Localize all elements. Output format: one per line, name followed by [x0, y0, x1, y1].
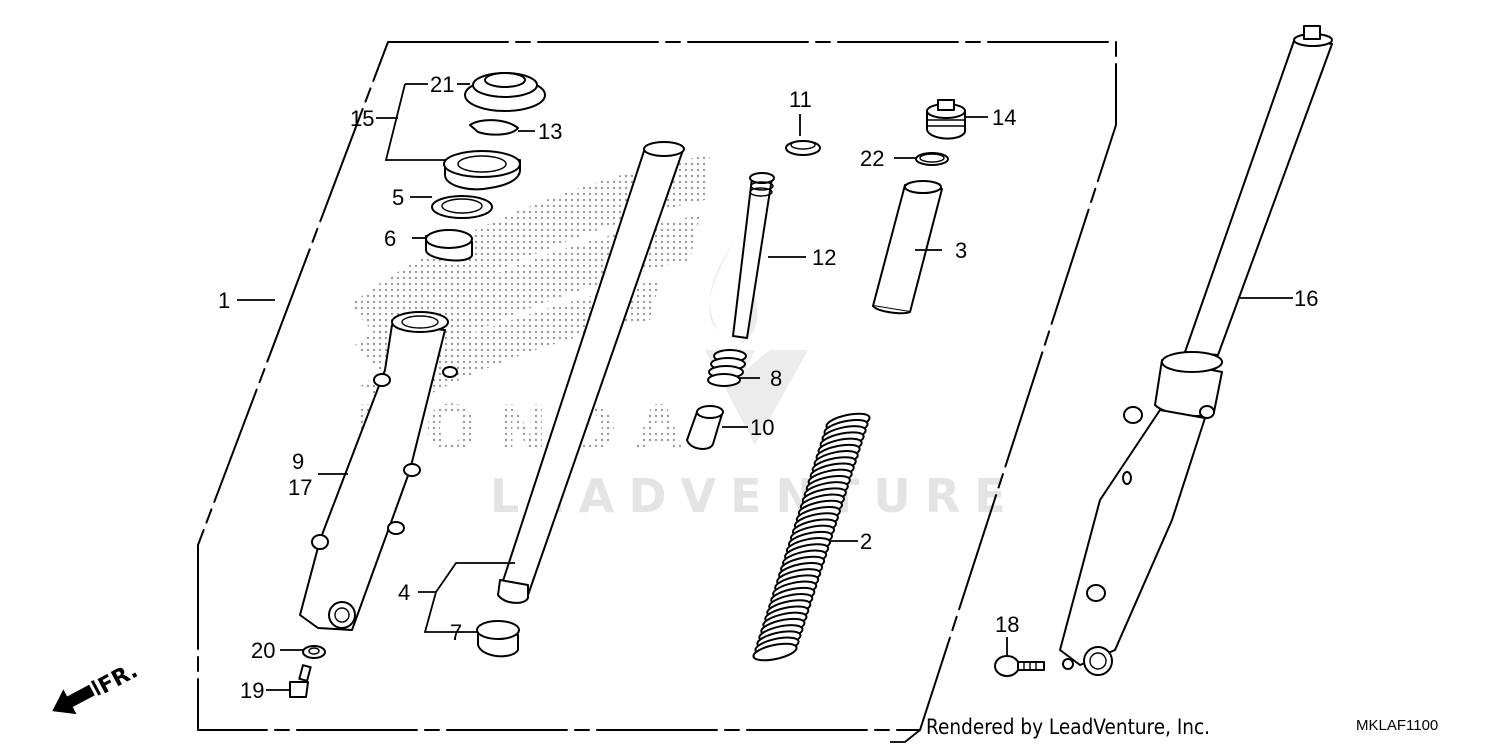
front-direction-arrow-icon: FR. — [52, 658, 142, 715]
callout-6[interactable]: 6 — [384, 226, 396, 251]
callout-9[interactable]: 9 — [292, 449, 304, 474]
callout-14[interactable]: 14 — [992, 105, 1016, 130]
part-3-spring-collar[interactable] — [872, 180, 943, 315]
callout-11[interactable]: 11 — [789, 87, 812, 112]
callout-16[interactable]: 16 — [1294, 286, 1318, 311]
callout-labels: 1 2 3 4 5 6 7 8 9 10 11 12 13 14 15 16 1… — [218, 72, 1318, 703]
callout-18[interactable]: 18 — [995, 612, 1019, 637]
part-12-fork-piston[interactable] — [732, 172, 775, 339]
callout-5[interactable]: 5 — [392, 185, 404, 210]
part-22-o-ring[interactable] — [915, 152, 949, 166]
callout-21[interactable]: 21 — [430, 72, 454, 97]
diagram-code: MKLAF1100 — [1356, 717, 1439, 734]
part-8-rebound-spring[interactable] — [707, 349, 747, 387]
callout-20[interactable]: 20 — [251, 638, 275, 663]
front-direction-label: FR. — [94, 658, 142, 699]
callout-7[interactable]: 7 — [450, 620, 462, 645]
part-10-oil-lock-piece[interactable] — [686, 405, 724, 450]
part-14-fork-bolt[interactable] — [926, 99, 966, 140]
callout-3[interactable]: 3 — [955, 238, 967, 263]
part-19-socket-bolt[interactable] — [289, 664, 312, 698]
callout-22[interactable]: 22 — [860, 146, 884, 171]
part-20-sealing-washer[interactable] — [302, 645, 326, 659]
part-11-piston-ring[interactable] — [785, 140, 821, 156]
callout-8[interactable]: 8 — [770, 366, 782, 391]
part-15-oil-seal[interactable] — [443, 150, 521, 191]
callout-10[interactable]: 10 — [750, 415, 774, 440]
part-4-fork-pipe[interactable] — [497, 141, 685, 604]
callout-17[interactable]: 17 — [288, 475, 312, 500]
part-6-guide-bushing[interactable] — [425, 229, 473, 262]
part-21-dust-seal[interactable] — [464, 72, 546, 112]
part-9-17-fork-bottom-case[interactable] — [299, 311, 458, 631]
part-18-flange-bolt[interactable] — [994, 655, 1045, 677]
callout-19[interactable]: 19 — [240, 678, 264, 703]
part-7-slider-bushing[interactable] — [476, 620, 520, 658]
part-16-fork-assembly[interactable] — [1059, 25, 1333, 676]
spring-coil — [752, 642, 798, 662]
callout-15[interactable]: 15 — [350, 106, 374, 131]
render-credit: Rendered by LeadVenture, Inc. — [926, 715, 1211, 739]
callout-1[interactable]: 1 — [218, 288, 230, 313]
part-2-fork-spring[interactable] — [752, 411, 871, 664]
callout-12[interactable]: 12 — [812, 245, 836, 270]
part-5-backup-ring[interactable] — [431, 195, 493, 219]
callout-4[interactable]: 4 — [398, 580, 410, 605]
part-13-stopper-ring[interactable] — [469, 119, 519, 136]
leadventure-watermark-text: LEADVENTURE — [490, 469, 1020, 523]
callout-2[interactable]: 2 — [860, 529, 872, 554]
leader-lines — [237, 83, 1293, 743]
callout-13[interactable]: 13 — [538, 119, 562, 144]
